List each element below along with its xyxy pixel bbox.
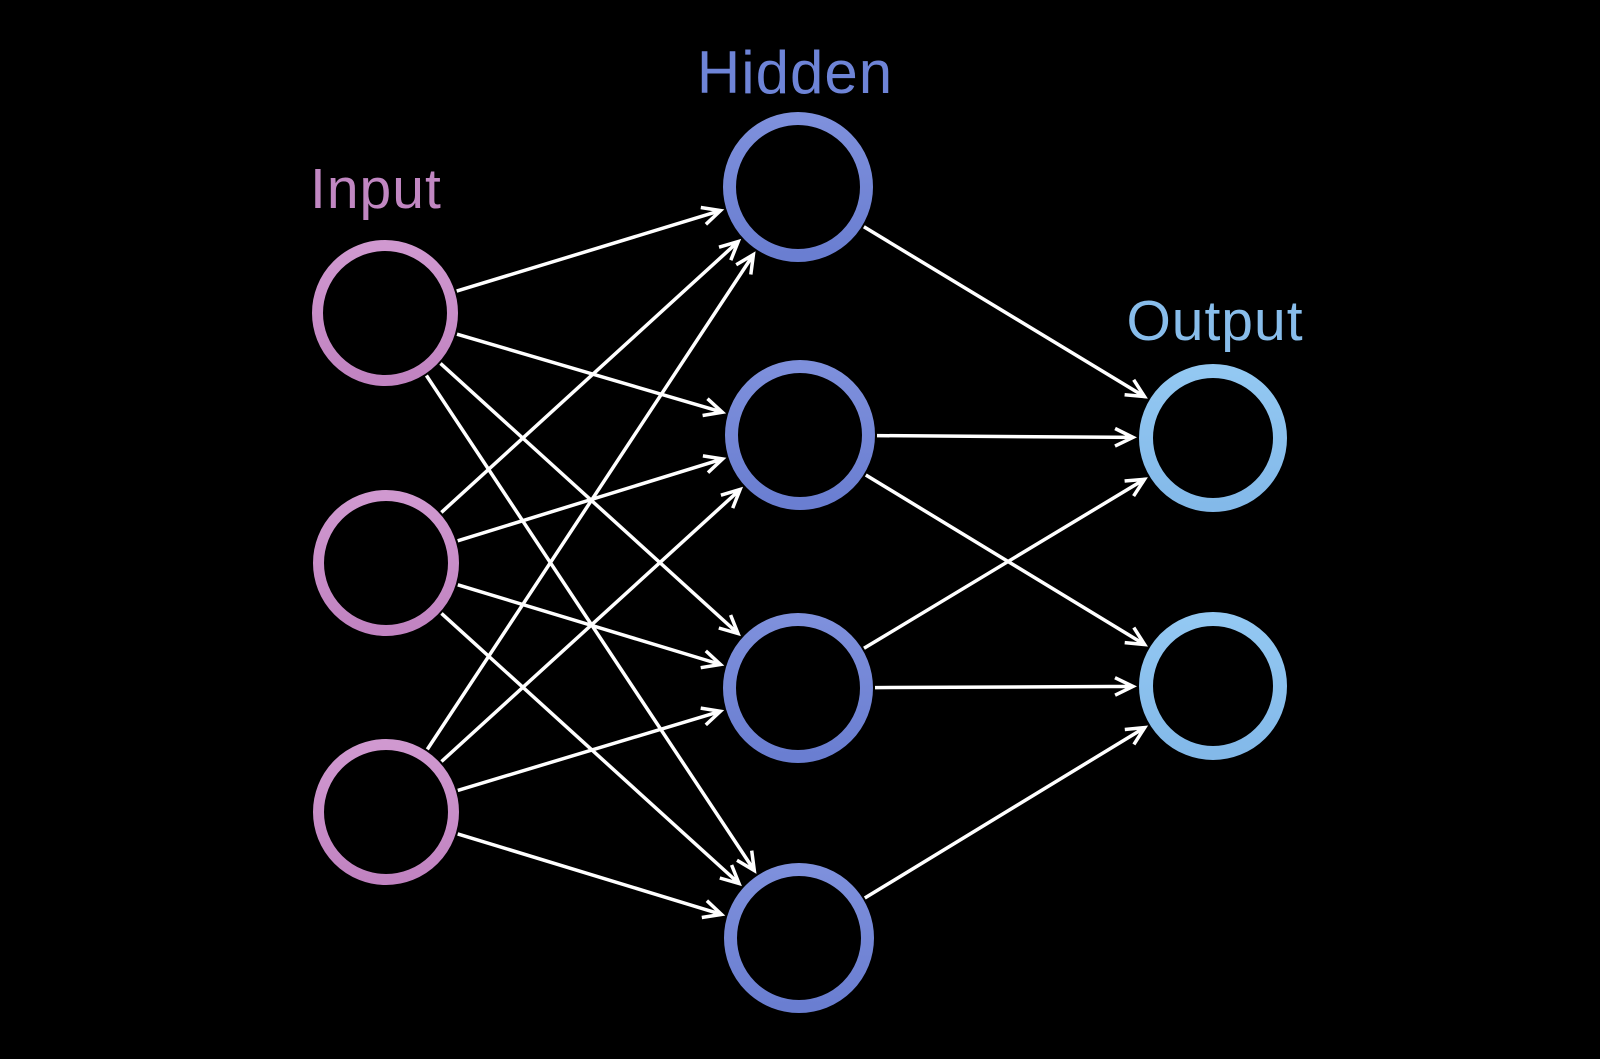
edge-arrow-input-3-to-hidden-2: [440, 486, 744, 763]
node-hidden-4: [724, 863, 874, 1013]
nodes: [312, 112, 1287, 1013]
node-output-1: [1139, 364, 1287, 512]
edge-arrow-hidden-4-to-output-2: [863, 725, 1149, 900]
edge-arrow-input-3-to-hidden-3: [457, 706, 725, 793]
edge-arrow-input-2-to-hidden-4: [440, 612, 742, 887]
node-hidden-1: [723, 112, 873, 262]
edge-arrow-input-2-to-hidden-1: [440, 238, 742, 514]
edge-arrow-input-3-to-hidden-1: [425, 251, 756, 751]
node-output-2: [1139, 612, 1287, 760]
output-layer-label: Output: [1126, 289, 1303, 353]
node-hidden-2: [725, 360, 875, 510]
edge-arrow-input-1-to-hidden-4: [424, 374, 757, 874]
edge-arrow-hidden-1-to-output-1: [862, 225, 1148, 399]
node-input-2: [313, 490, 459, 636]
input-layer-label: Input: [310, 157, 442, 221]
layer-labels: Input Hidden Output: [310, 39, 1303, 353]
edge-arrow-input-1-to-hidden-2: [456, 332, 727, 418]
edge-arrow-hidden-3-to-output-1: [863, 477, 1148, 650]
node-hidden-3: [723, 613, 873, 763]
edge-arrow-hidden-3-to-output-2: [874, 676, 1137, 697]
edge-arrow-hidden-2-to-output-1: [876, 426, 1137, 448]
hidden-layer-label: Hidden: [697, 39, 893, 106]
node-input-1: [312, 240, 458, 386]
edge-arrow-hidden-2-to-output-2: [864, 473, 1149, 647]
edge-arrow-input-3-to-hidden-4: [457, 832, 726, 920]
node-input-3: [313, 739, 459, 885]
edge-arrow-input-1-to-hidden-1: [456, 205, 725, 293]
edge-arrow-input-2-to-hidden-2: [457, 454, 727, 543]
edges: [424, 205, 1149, 920]
